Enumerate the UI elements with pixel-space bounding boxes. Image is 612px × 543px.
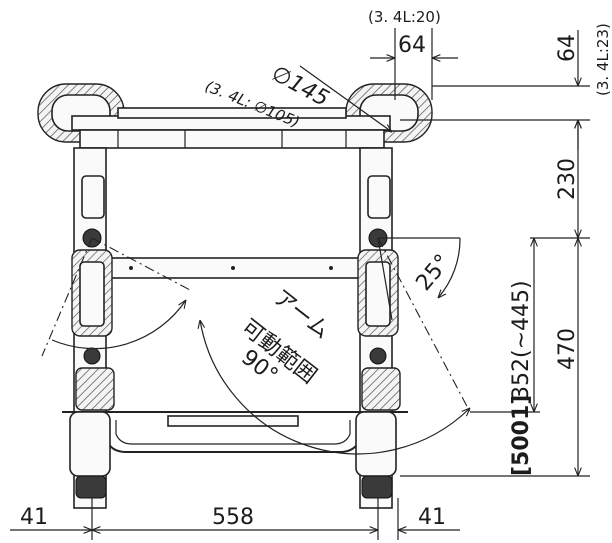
cart-body (37, 83, 433, 509)
right-top-note: (3. 4L:23) (594, 23, 612, 96)
height-upper-dimension: 230 (555, 158, 580, 200)
left-arm-mechanism (71, 175, 115, 411)
left-caster (69, 411, 111, 499)
top-offset-note: (3. 4L:20) (368, 8, 441, 26)
height-adjust-dimension: 352(∼445) (509, 280, 534, 400)
top-offset-dimension: 64 (398, 33, 426, 58)
height-min-dimension: [5001] (509, 395, 534, 476)
right-caster (355, 411, 397, 499)
dimension-lines (10, 28, 590, 540)
bottom-right-dimension: 41 (418, 505, 446, 530)
height-total-dimension: 470 (555, 328, 580, 370)
right-top-dimension: 64 (555, 34, 580, 62)
bottom-left-dimension: 41 (20, 505, 48, 530)
arm-range-lines (41, 237, 470, 455)
arm-angle-label: 25° (411, 250, 455, 296)
bottom-width-dimension: 558 (212, 505, 254, 530)
